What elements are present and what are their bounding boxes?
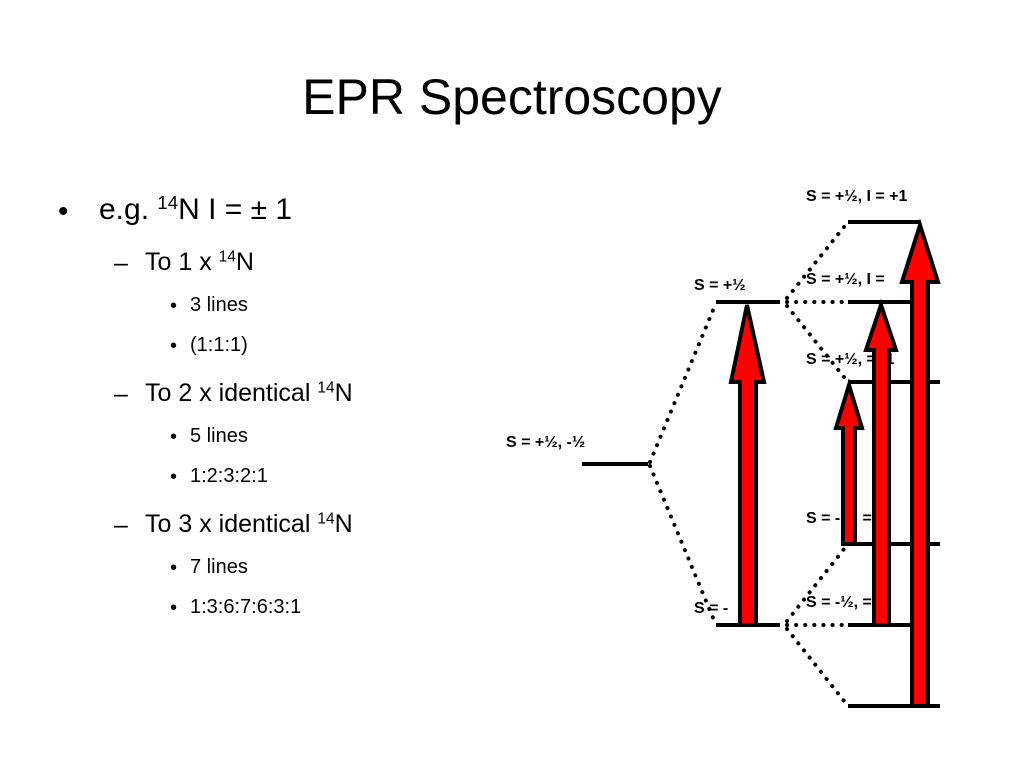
sub-bullet-three-nitrogen: To 3 x identical 14N bbox=[145, 510, 353, 538]
connector-minus-i-minus1 bbox=[785, 542, 850, 623]
arrow-transition-i-minus1 bbox=[833, 378, 865, 546]
label-minus-i-0: S = -½, = bbox=[806, 594, 872, 611]
sub-bullet-two-nitrogen: To 2 x identical 14N bbox=[145, 379, 353, 407]
bullet-marker: • bbox=[170, 597, 178, 619]
item-three-lines: 3 lines bbox=[190, 294, 248, 316]
slide-title: EPR Spectroscopy bbox=[302, 69, 722, 125]
label-s-plus: S = +½ bbox=[694, 277, 746, 294]
item-ratio-1-3-6-7-6-3-1: 1:3:6:7:6:3:1 bbox=[190, 596, 302, 618]
connector-upper-electron bbox=[648, 301, 718, 464]
sub-bullet-one-nitrogen: To 1 x 14N bbox=[145, 248, 254, 276]
dash-marker: – bbox=[114, 511, 128, 539]
item-ratio-1-1-1: (1:1:1) bbox=[190, 334, 248, 356]
bullet-list: • e.g. 14N I = ± 1 – To 1 x 14N • 3 line… bbox=[0, 0, 480, 768]
label-plus-i-plus1: S = +½, I = +1 bbox=[806, 188, 908, 205]
connector-plus-i-plus1 bbox=[785, 220, 850, 300]
bullet-marker: • bbox=[170, 295, 178, 317]
label-degenerate: S = +½, -½ bbox=[506, 434, 585, 451]
arrow-transition-i-0 bbox=[863, 298, 899, 627]
label-plus-i-0: S = +½, I = bbox=[806, 271, 885, 288]
bullet-marker: • bbox=[170, 426, 178, 448]
item-ratio-1-2-3-2-1: 1:2:3:2:1 bbox=[190, 465, 268, 487]
connector-lower-electron bbox=[648, 464, 718, 627]
bullet-marker: • bbox=[170, 335, 178, 357]
bullet-nitrogen-spin: e.g. 14N I = ± 1 bbox=[99, 191, 293, 226]
arrow-electron-transition bbox=[728, 304, 767, 627]
bullet-marker: • bbox=[170, 557, 178, 579]
dash-marker: – bbox=[114, 380, 128, 408]
label-s-minus: S = - bbox=[694, 600, 728, 617]
connector-minus-i-plus1 bbox=[785, 627, 850, 708]
item-seven-lines: 7 lines bbox=[190, 556, 248, 578]
bullet-marker: • bbox=[170, 466, 178, 488]
arrow-transition-i-plus1 bbox=[899, 218, 941, 708]
label-minus-i-minus1: S = -½, = bbox=[806, 510, 872, 527]
item-five-lines: 5 lines bbox=[190, 425, 248, 447]
bullet-marker: • bbox=[58, 195, 69, 228]
dash-marker: – bbox=[114, 249, 128, 277]
transition-arrows bbox=[728, 218, 941, 708]
connector-plus-i-minus1 bbox=[785, 304, 850, 384]
splitting-connectors bbox=[648, 220, 850, 708]
